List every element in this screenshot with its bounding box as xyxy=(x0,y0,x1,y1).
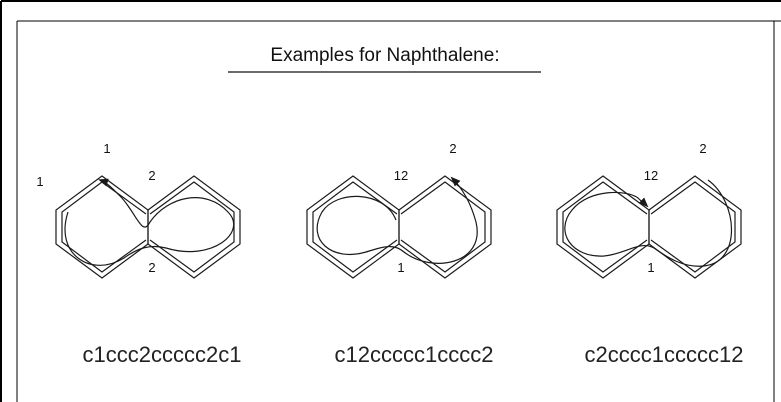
molecule-3-label-right-top: 2 xyxy=(699,141,706,156)
molecule-3-left-ring-outline xyxy=(556,175,650,279)
molecule-1-label-center-top: 2 xyxy=(148,168,155,183)
molecule-3-right-ring-outline xyxy=(648,175,742,279)
molecule-2-label-center-bottom: 1 xyxy=(397,260,404,275)
molecule-2-label-right-top: 2 xyxy=(449,141,456,156)
molecule-3-smiles: c2cccc1ccccc12 xyxy=(585,342,744,367)
molecule-1-label-center-bottom: 2 xyxy=(148,260,155,275)
molecule-2: 12 2 1 xyxy=(306,141,492,279)
molecule-2-label-center-top: 12 xyxy=(394,168,408,183)
molecule-1-label-top-left: 1 xyxy=(103,141,110,156)
diagram-title: Examples for Naphthalene: xyxy=(270,45,499,66)
molecule-2-left-ring-outline xyxy=(306,175,400,279)
molecule-1-left-inner-bond xyxy=(61,181,147,273)
molecule-2-traversal-arrow xyxy=(316,176,478,264)
molecule-1-right-inner-bond xyxy=(149,181,235,273)
molecule-3-label-center-top: 12 xyxy=(644,168,658,183)
molecule-1-left-ring-outline xyxy=(55,175,149,279)
molecule-3-traversal-arrow xyxy=(564,179,733,267)
molecule-1-smiles: c1ccc2ccccc2c1 xyxy=(83,342,242,367)
molecule-2-left-inner-bond xyxy=(312,181,398,273)
molecule-1-right-ring-outline xyxy=(147,175,241,279)
molecule-1-traversal-arrow xyxy=(64,178,235,266)
molecule-2-right-inner-bond xyxy=(400,181,486,273)
molecule-2-right-ring-outline xyxy=(398,175,492,279)
molecule-3-right-inner-bond xyxy=(650,181,736,273)
molecule-1: 1 1 2 2 xyxy=(36,141,241,279)
molecule-3-left-inner-bond xyxy=(562,181,648,273)
molecule-3-label-center-bottom: 1 xyxy=(647,260,654,275)
molecule-3: 12 2 1 xyxy=(556,141,742,279)
molecule-1-label-left: 1 xyxy=(36,174,43,189)
molecule-2-smiles: c12ccccc1cccc2 xyxy=(335,342,494,367)
